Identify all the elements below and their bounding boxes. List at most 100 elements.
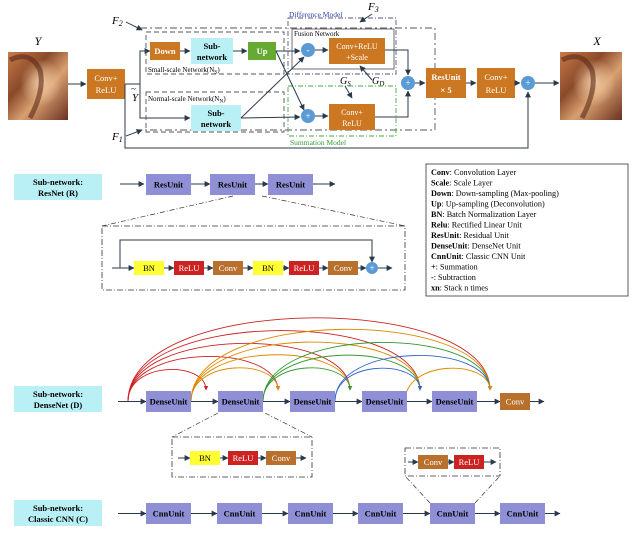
cnn-detail-relu: [454, 455, 484, 469]
dense-connection-arc: [262, 354, 423, 402]
densenet-denseunit-label: DenseUnit: [222, 397, 260, 407]
densenet-conv: [500, 393, 530, 410]
densenet-detail-bn: [190, 451, 220, 465]
conv-relu-block-2: [477, 68, 515, 98]
up-label: Up: [257, 46, 268, 56]
plus-node-icon: [366, 262, 378, 274]
dense-connection-arc: [334, 355, 493, 402]
resnet-resunit-label: ResUnit: [154, 180, 183, 190]
densenet-denseunit: [146, 391, 191, 412]
dense-connection-arc: [190, 328, 493, 402]
resnet-title-line1: Sub-network:: [33, 177, 83, 187]
subnetwork-bottom-line2: network: [201, 119, 231, 129]
label-f3: F3: [367, 1, 379, 14]
label-f2: F2: [111, 15, 123, 28]
cnn-title-line2: Classic CNN (C): [28, 514, 88, 524]
cnn-cnnunit-label: CnnUnit: [507, 509, 539, 519]
difference-model-label: Difference Model: [289, 10, 342, 19]
resunit-x5-block: [426, 68, 466, 98]
fusion-network-box: [291, 28, 395, 70]
legend-item: BN: Batch Normalization Layer: [431, 210, 537, 219]
conv-relu-2-line2: ReLU: [486, 85, 507, 95]
legend-item: CnnUnit: Classic CNN Unit: [431, 252, 526, 261]
plus-node-icon: [301, 43, 315, 57]
down-block: [150, 42, 180, 60]
resnet-detail-conv: [213, 261, 243, 275]
resnet-detail-box: [101, 225, 406, 291]
resnet-detail-conv-label: Conv: [334, 263, 353, 273]
summation-conv-block: [329, 104, 375, 130]
densenet-denseunit-label: DenseUnit: [294, 397, 332, 407]
conv-relu-1-line2: ReLU: [96, 85, 117, 95]
densenet-detail-bn-label: BN: [199, 453, 211, 463]
densenet-denseunit-label: DenseUnit: [150, 397, 188, 407]
dense-connection-arc: [190, 341, 423, 402]
densenet-title-box: [14, 386, 102, 412]
cnn-cnnunit: [430, 503, 475, 524]
densenet-denseunit-label: DenseUnit: [366, 397, 404, 407]
dense-connection-arc: [127, 356, 281, 402]
label-gs: GS: [340, 76, 351, 88]
plus-sign-merge: +: [405, 78, 410, 88]
resnet-resunit: [146, 174, 191, 195]
summation-conv-line2: ReLU: [342, 119, 362, 128]
plus-sign-final: +: [525, 78, 530, 88]
dense-connection-arc: [127, 342, 353, 402]
densenet-denseunit: [218, 391, 263, 412]
cnn-cnnunit-label: CnnUnit: [224, 509, 256, 519]
legend-item: Relu: Rectified Linear Unit: [431, 221, 522, 230]
resnet-detail-conv: [328, 261, 358, 275]
resunit-x5-line2: × 5: [440, 85, 451, 95]
legend-item: DenseUnit: DenseNet Unit: [431, 242, 521, 251]
legend-item: xn: Stack n times: [431, 284, 488, 293]
conv-relu-1-line1: Conv+: [94, 73, 117, 83]
cnn-cnnunit-label: CnnUnit: [295, 509, 327, 519]
subnetwork-top-line2: network: [197, 52, 227, 62]
plus-sign-sum: +: [305, 111, 310, 121]
densenet-detail-box: [171, 436, 313, 478]
resnet-detail-bn-label: BN: [143, 263, 155, 273]
cnn-detail-box: [404, 447, 501, 477]
dense-connection-arc: [127, 369, 209, 402]
densenet-title-line2: DenseNet (D): [34, 400, 83, 410]
normal-scale-network-box: [145, 91, 285, 133]
resnet-detail-relu: [174, 261, 204, 275]
subnetwork-top-line1: Sub-: [203, 41, 220, 51]
densenet-denseunit-label: DenseUnit: [436, 397, 474, 407]
resnet-resunit-label: ResUnit: [218, 180, 247, 190]
cnn-cnnunit-label: CnnUnit: [365, 509, 397, 519]
conv-relu-2-line1: Conv+: [484, 72, 507, 82]
up-block: [248, 42, 276, 60]
dense-connection-arc: [190, 354, 353, 402]
cnn-detail-conv: [418, 455, 448, 469]
resnet-resunit: [210, 174, 255, 195]
densenet-denseunit: [290, 391, 335, 412]
cnn-cnnunit: [146, 503, 191, 524]
densenet-detail-conv: [266, 451, 296, 465]
label-y-tilde-mark: ~: [131, 84, 136, 94]
dense-connection-arc: [127, 330, 423, 402]
cnn-title-line1: Sub-network:: [33, 503, 83, 513]
plus-node-icon: [401, 76, 415, 90]
label-x: X: [592, 34, 601, 48]
summation-conv-line1: Conv+: [341, 108, 363, 117]
fusion-conv-line2: +Scale: [346, 53, 368, 62]
densenet-units: DenseUnit DenseUnit DenseUnit DenseUnit Dens…: [118, 391, 545, 412]
dense-connection-arc: [334, 367, 423, 402]
dense-connection-arc: [190, 367, 281, 402]
resnet-resunit-label: ResUnit: [276, 180, 305, 190]
resunit-x5-line1: ResUnit: [431, 72, 460, 82]
legend-item: -: Subtraction: [431, 273, 476, 282]
densenet-detail-relu: [228, 451, 258, 465]
cnn-cnnunit: [358, 503, 403, 524]
plus-node-icon: [301, 109, 315, 123]
cnn-detail-conv-label: Conv: [424, 457, 443, 467]
label-gd: GD: [372, 76, 384, 88]
densenet-detail-conv-label: Conv: [272, 453, 291, 463]
cnn-title-box: [14, 500, 102, 526]
legend-item: Conv: Convolution Layer: [431, 168, 516, 177]
legend-item: ResUnit: Residual Unit: [431, 231, 510, 240]
